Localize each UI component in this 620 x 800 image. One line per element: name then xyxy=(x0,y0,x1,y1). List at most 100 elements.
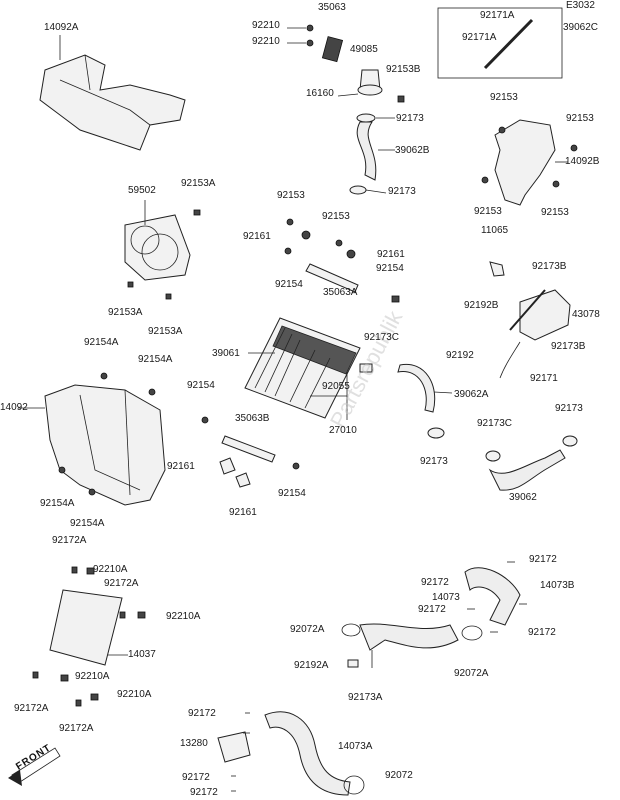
part-number-label: 92210 xyxy=(252,20,280,31)
part-number-label: 14073A xyxy=(338,741,373,752)
part-number-label: 92171A xyxy=(462,32,497,43)
part-number-label: 14092 xyxy=(0,402,28,413)
part-number-label: 92153B xyxy=(386,64,421,75)
part-number-label: 92210A xyxy=(117,689,152,700)
part-number-label: 92172 xyxy=(182,772,210,783)
part-number-label: 92173B xyxy=(532,261,567,272)
part-number-label: 92171A xyxy=(480,10,515,21)
part-number-label: 92153A xyxy=(108,307,143,318)
part-number-label: 92171 xyxy=(530,373,558,384)
part-number-label: 92154 xyxy=(376,263,404,274)
part-number-label: 92172 xyxy=(421,577,449,588)
part-number-label: 92172A xyxy=(59,723,94,734)
part-number-label: 35063 xyxy=(318,2,346,13)
part-number-label: 92154A xyxy=(70,518,105,529)
part-number-label: 92173 xyxy=(555,403,583,414)
part-number-label: 92154 xyxy=(275,279,303,290)
part-number-label: 92173 xyxy=(396,113,424,124)
inset-box xyxy=(437,7,563,79)
part-number-label: 11065 xyxy=(481,225,509,236)
part-number-label: 92153 xyxy=(490,92,518,103)
part-number-label: 92072 xyxy=(385,770,413,781)
part-number-label: 92055 xyxy=(322,381,350,392)
part-number-label: 92154A xyxy=(138,354,173,365)
part-number-label: 92172A xyxy=(52,535,87,546)
duct-14073 xyxy=(359,623,459,651)
part-number-label: 92172A xyxy=(104,578,139,589)
bracket-14092b xyxy=(494,119,556,206)
part-number-label: 92173C xyxy=(477,418,513,429)
part-number-label: 35063A xyxy=(323,287,358,298)
part-number-label: 92153 xyxy=(322,211,350,222)
part-number-label: 92172A xyxy=(14,703,49,714)
part-number-label: 92173C xyxy=(364,332,400,343)
part-number-label: 39062 xyxy=(509,492,537,503)
holder-13280 xyxy=(217,731,251,763)
part-number-label: 92153 xyxy=(474,206,502,217)
part-number-label: 92153A xyxy=(181,178,216,189)
part-number-label: 92072A xyxy=(454,668,489,679)
part-number-label: 14092B xyxy=(565,156,600,167)
part-number-label: 92153 xyxy=(277,190,305,201)
part-number-label: 92173B xyxy=(551,341,586,352)
part-number-label: 92173 xyxy=(388,186,416,197)
panel-14037 xyxy=(49,589,123,666)
part-number-label: 92172 xyxy=(528,627,556,638)
clamp-35063 xyxy=(321,36,344,63)
hose-39062b xyxy=(356,121,377,181)
part-number-label: 92173A xyxy=(348,692,383,703)
part-number-label: 92210A xyxy=(166,611,201,622)
part-number-label: 92192B xyxy=(464,300,499,311)
part-number-label: 39062A xyxy=(454,389,489,400)
part-number-label: 92210 xyxy=(252,36,280,47)
part-number-label: 14092A xyxy=(44,22,79,33)
part-number-label: 27010 xyxy=(329,425,357,436)
part-number-label: 39061 xyxy=(212,348,240,359)
reservoir-43078 xyxy=(519,289,571,341)
part-number-label: 92154 xyxy=(187,380,215,391)
bracket-35063b xyxy=(221,435,276,463)
hose-39062c xyxy=(483,18,534,70)
cap-11065 xyxy=(489,261,505,277)
part-number-label: 16160 xyxy=(306,88,334,99)
part-number-label: 13280 xyxy=(180,738,208,749)
diagram-code: E3032 xyxy=(566,0,595,11)
duct-14073b xyxy=(464,567,521,626)
part-number-label: 92153A xyxy=(148,326,183,337)
part-number-label: 92161 xyxy=(167,461,195,472)
part-number-label: 92153 xyxy=(566,113,594,124)
part-number-label: 92192 xyxy=(446,350,474,361)
hose-39062 xyxy=(488,449,566,491)
part-number-label: 92154A xyxy=(40,498,75,509)
part-number-label: 14073 xyxy=(432,592,460,603)
part-number-label: 92210A xyxy=(75,671,110,682)
part-number-label: 92161 xyxy=(243,231,271,242)
part-number-label: 39062C xyxy=(563,22,599,33)
fan-59502 xyxy=(124,214,191,281)
part-number-label: 92172 xyxy=(188,708,216,719)
guard-14092a xyxy=(39,54,186,151)
hose-39062a xyxy=(397,363,436,413)
part-number-label: 92210A xyxy=(93,564,128,575)
bracket-35063a xyxy=(305,263,359,293)
part-number-label: 92161 xyxy=(377,249,405,260)
part-number-label: 92072A xyxy=(290,624,325,635)
part-number-label: 49085 xyxy=(350,44,378,55)
radiator-39061 xyxy=(244,317,361,419)
guard-14092 xyxy=(44,384,166,506)
part-number-label: 92154A xyxy=(84,337,119,348)
part-number-label: 14037 xyxy=(128,649,156,660)
part-number-label: 43078 xyxy=(572,309,600,320)
part-number-label: 92172 xyxy=(529,554,557,565)
part-number-label: 92192A xyxy=(294,660,329,671)
part-number-label: 92172 xyxy=(418,604,446,615)
part-number-label: 14073B xyxy=(540,580,575,591)
part-number-label: 39062B xyxy=(395,145,430,156)
part-number-label: 92154 xyxy=(278,488,306,499)
part-number-label: 35063B xyxy=(235,413,270,424)
duct-14073a xyxy=(264,711,351,796)
part-number-label: 92172 xyxy=(190,787,218,798)
part-number-label: 92161 xyxy=(229,507,257,518)
